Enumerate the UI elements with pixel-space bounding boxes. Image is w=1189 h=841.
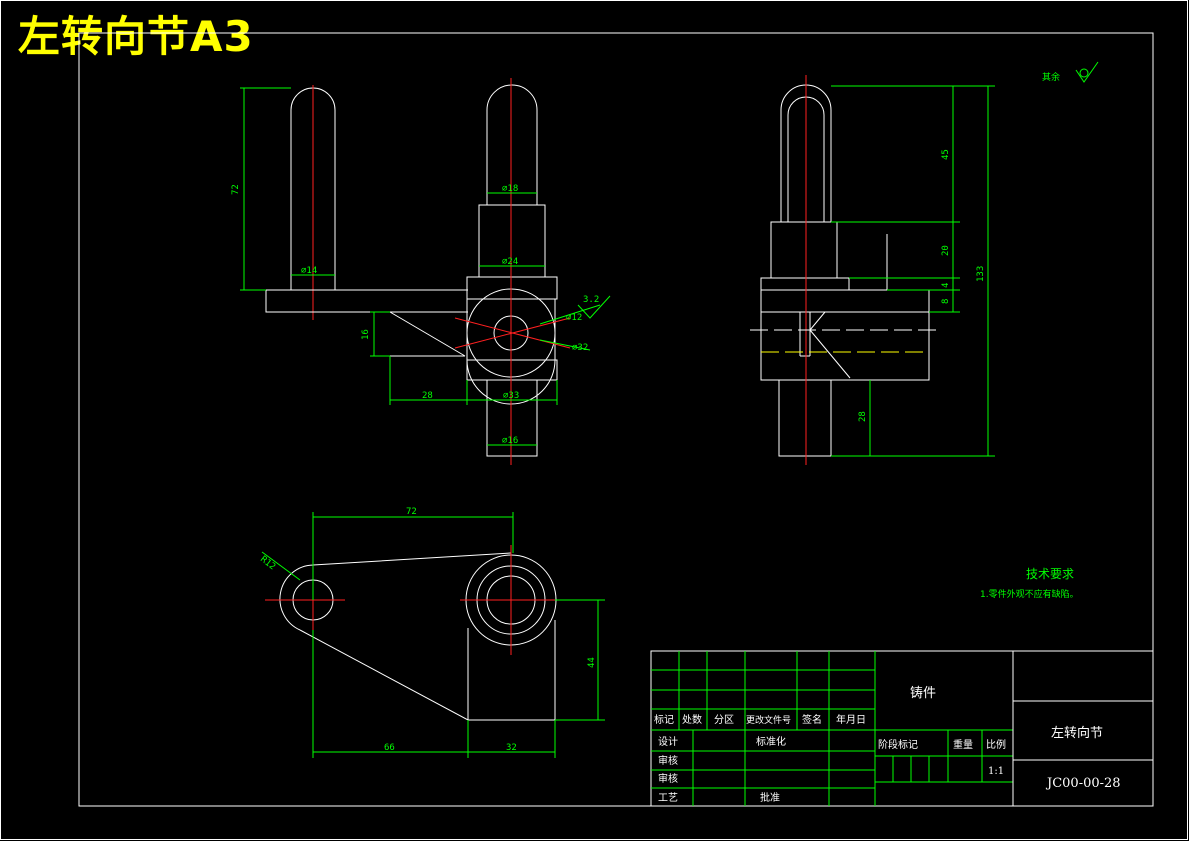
rev-header-doc: 更改文件号	[746, 714, 791, 726]
dim-44-top: 44	[587, 657, 597, 668]
tech-note-1: 1.零件外观不应有缺陷。	[980, 588, 1079, 600]
front-view-knuckle	[454, 78, 571, 465]
title-block: 标记 处数 分区 更改文件号 签名 年月日 设计 标准化 审核 审核 工艺 批准…	[650, 650, 1154, 807]
roughness-3-2: 3.2	[583, 295, 599, 305]
label-process: 工艺	[658, 792, 678, 804]
label-weight: 重量	[953, 738, 973, 751]
side-view-dimensions: 45 20 4 8 133 28	[831, 85, 995, 457]
part-name: 左转向节	[1051, 725, 1103, 741]
label-check: 审核	[658, 754, 678, 767]
dim-28-side: 28	[858, 411, 868, 422]
dim-dia24: ⌀24	[502, 257, 518, 267]
dim-dia18: ⌀18	[502, 184, 518, 194]
tech-heading: 技术要求	[1026, 567, 1074, 581]
dim-dia33: ⌀33	[503, 391, 519, 401]
label-standardize: 标准化	[756, 735, 786, 748]
side-view	[750, 75, 940, 465]
front-view-dimensions: 72 ⌀14 ⌀18 ⌀24 ⌀12 ⌀32 3.2 16 28 ⌀33 ⌀16	[231, 87, 611, 446]
other-surfaces-label: 其余	[1042, 71, 1060, 83]
dim-dia32: ⌀32	[572, 343, 588, 353]
label-scale: 比例	[986, 738, 1006, 751]
label-stage-mark: 阶段标记	[878, 738, 918, 751]
label-review: 审核	[658, 772, 678, 785]
sheet-title: 左转向节A3	[18, 12, 254, 61]
technical-requirements: 技术要求 1.零件外观不应有缺陷。	[980, 567, 1079, 600]
drawing-frame	[78, 32, 1154, 807]
rev-header-sign: 签名	[802, 713, 822, 726]
surface-roughness-note: 其余	[1042, 61, 1099, 83]
dim-dia12: ⌀12	[566, 313, 582, 323]
label-approve: 批准	[760, 791, 780, 804]
dim-8-side: 8	[941, 299, 951, 304]
dim-28-front: 28	[422, 391, 433, 401]
dim-r12: R12	[258, 554, 277, 572]
material-casting: 铸件	[910, 685, 936, 701]
dim-16-front: 16	[361, 329, 371, 340]
drawing-number: JC00-00-28	[1045, 776, 1121, 791]
dim-20-side: 20	[941, 245, 951, 256]
dim-32-top: 32	[506, 743, 517, 753]
dim-72-front: 72	[231, 184, 241, 195]
dim-45-side: 45	[941, 149, 951, 160]
dim-dia16: ⌀16	[502, 436, 518, 446]
front-view-left-pin	[265, 85, 468, 357]
top-view	[265, 545, 565, 721]
rev-header-mark: 标记	[654, 714, 674, 726]
label-design: 设计	[658, 735, 678, 748]
dim-72-top: 72	[406, 507, 417, 517]
scale-value: 1:1	[988, 766, 1004, 777]
rev-header-count: 处数	[682, 713, 702, 726]
rev-header-zone: 分区	[714, 714, 734, 726]
dim-133-side: 133	[976, 266, 986, 282]
dim-dia14: ⌀14	[301, 266, 317, 276]
rev-header-date: 年月日	[836, 713, 866, 726]
dim-66-top: 66	[384, 743, 395, 753]
dim-4-side: 4	[941, 283, 951, 288]
